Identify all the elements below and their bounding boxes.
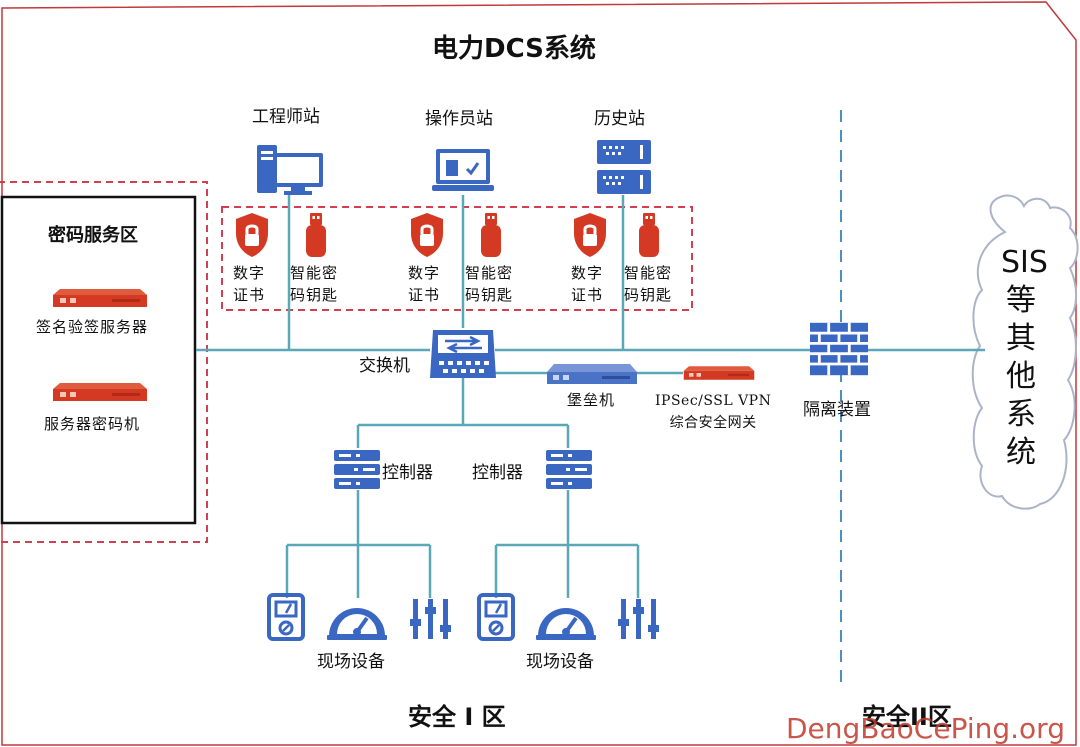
network-lines — [196, 195, 985, 598]
laptop-icon — [432, 149, 494, 191]
usb-key-icon — [639, 213, 659, 257]
smart-key-label: 智能密 码钥匙 — [624, 264, 673, 304]
field-devices-label: 现场设备 — [317, 652, 385, 672]
shield-lock-icon — [409, 212, 445, 258]
history-station-label: 历史站 — [594, 109, 645, 129]
gauge-icon — [534, 606, 598, 642]
firewall-brick-icon — [810, 322, 868, 376]
controller-icon — [546, 450, 592, 489]
gauge-icon — [325, 606, 389, 642]
signature-server-label: 签名验签服务器 — [36, 318, 149, 336]
sliders-icon — [618, 599, 659, 639]
switch-label: 交换机 — [359, 356, 410, 376]
bastion-host-icon — [547, 364, 637, 384]
usb-key-icon — [306, 213, 326, 257]
operator-station-label: 操作员站 — [425, 109, 493, 129]
zone-1-label: 安全 I 区 — [408, 703, 506, 731]
digital-cert-label: 数字 证书 — [233, 264, 266, 304]
switch-icon — [430, 330, 496, 378]
digital-cert-label: 数字 证书 — [571, 264, 604, 304]
sis-cloud-shape — [971, 194, 1079, 510]
vpn-gateway-label: IPSec/SSL VPN 综合安全网关 — [655, 393, 772, 431]
watermark: DengBaoCePing.org — [786, 712, 1065, 745]
crypto-machine-icon — [53, 383, 147, 401]
crypto-zone-box — [0, 195, 197, 525]
crypto-zone-dashed-border — [0, 181, 208, 543]
usb-key-icon — [481, 213, 501, 257]
sliders-icon — [410, 599, 451, 639]
digital-cert-label: 数字 证书 — [408, 264, 441, 304]
meter-icon — [477, 593, 515, 641]
engineer-station-label: 工程师站 — [252, 107, 320, 127]
controller-icon — [334, 450, 380, 489]
desktop-computer-icon — [257, 145, 323, 195]
shield-lock-icon — [572, 212, 608, 258]
bastion-label: 堡垒机 — [567, 391, 616, 409]
smart-key-label: 智能密 码钥匙 — [290, 264, 339, 304]
isolation-device-label: 隔离装置 — [803, 400, 871, 420]
signature-server-icon — [53, 289, 147, 307]
field-devices-label: 现场设备 — [526, 652, 594, 672]
history-server-icon — [597, 140, 651, 194]
meter-icon — [267, 593, 305, 641]
shield-lock-icon — [234, 212, 270, 258]
security-items-box — [221, 206, 693, 311]
controller-label: 控制器 — [382, 463, 433, 483]
crypto-machine-label: 服务器密码机 — [44, 415, 141, 433]
crypto-zone-title: 密码服务区 — [48, 225, 138, 246]
smart-key-label: 智能密 码钥匙 — [465, 264, 514, 304]
zone-2-label: 安全II区 — [862, 703, 952, 731]
controller-label: 控制器 — [472, 463, 523, 483]
diagram-title: 电力DCS系统 — [432, 34, 596, 64]
vpn-gateway-icon — [683, 366, 755, 380]
sis-system-label: SIS 等 其 他 系 统 — [1001, 245, 1048, 470]
